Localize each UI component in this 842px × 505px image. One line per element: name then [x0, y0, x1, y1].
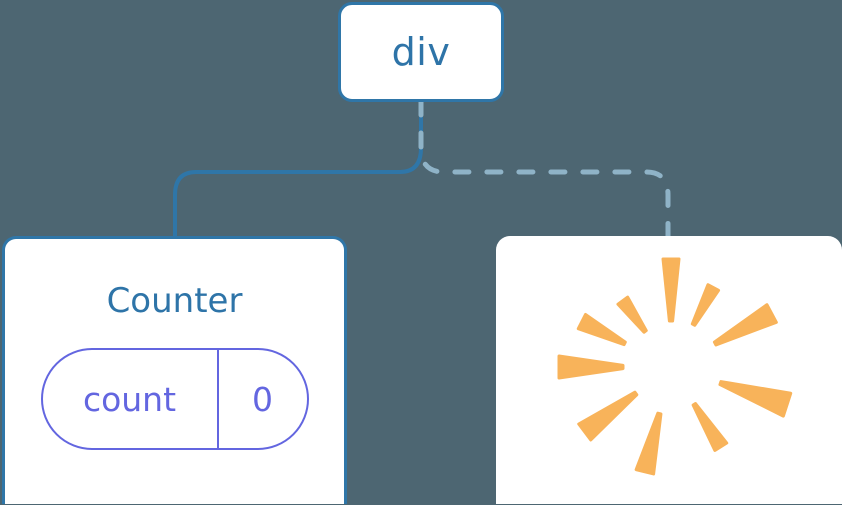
sparkle-ray-5: [577, 390, 639, 442]
node-sparkle[interactable]: [496, 236, 842, 504]
sparkle-ray-9: [712, 303, 778, 347]
sparkle-ray-7: [691, 402, 729, 452]
node-div[interactable]: div: [338, 2, 504, 102]
edge-div-to-sparkle: [418, 98, 671, 241]
node-counter-label: Counter: [106, 281, 243, 321]
state-pill-count[interactable]: count 0: [40, 348, 309, 450]
edge-div-to-counter: [173, 99, 423, 240]
sparkle-ray-1: [661, 257, 681, 323]
sparkle-ray-group: [557, 257, 793, 476]
sparkle-ray-2: [616, 295, 648, 334]
node-div-label: div: [391, 30, 451, 74]
sparkle-ray-4: [557, 354, 625, 380]
sparkle-ray-6: [634, 411, 663, 476]
sparkle-burst-icon: [557, 257, 793, 476]
sparkle-ray-10: [690, 283, 721, 327]
state-key-label: count: [43, 350, 219, 448]
sparkle-ray-3: [576, 312, 627, 347]
sparkle-ray-8: [718, 380, 793, 418]
state-value-label: 0: [252, 379, 273, 419]
node-counter[interactable]: Counter count 0: [2, 236, 347, 504]
